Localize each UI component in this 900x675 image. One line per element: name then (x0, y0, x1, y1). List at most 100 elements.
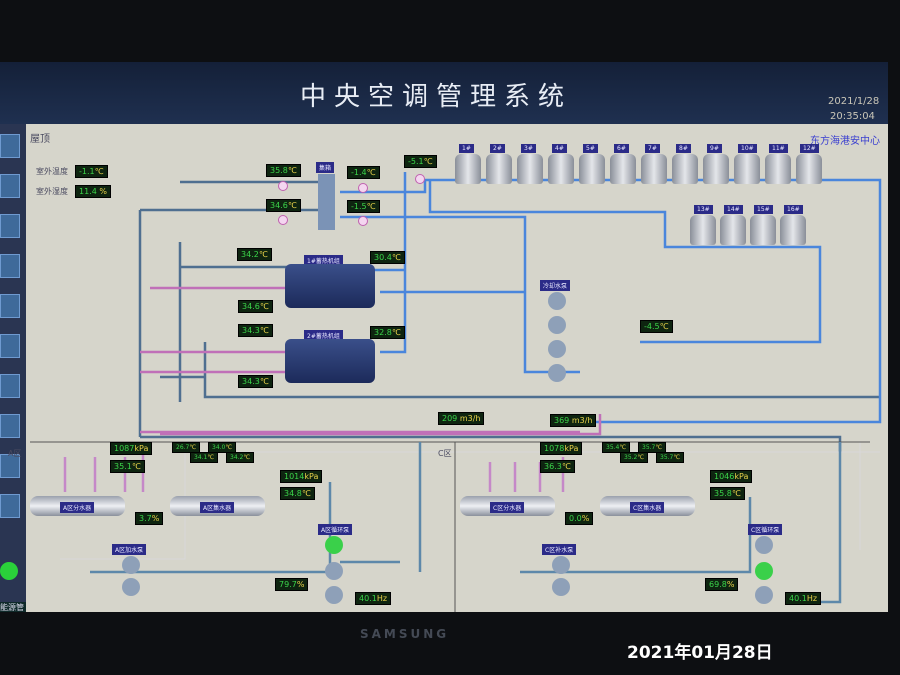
circ-valve-opening: 69.8% (705, 578, 739, 591)
value: 0.0 (569, 514, 582, 523)
sensor[interactable] (415, 174, 425, 184)
cooling-pump-2[interactable] (548, 316, 566, 334)
value: -4.5 (644, 322, 660, 331)
supply-pressure: 1078kPa (540, 442, 583, 455)
unit: m3/h (459, 414, 481, 423)
unit: m3/h (571, 416, 593, 425)
value: 34.3 (242, 326, 260, 335)
cooling-pump-label: 冷却水泵 (540, 280, 571, 291)
nav-button-4[interactable] (0, 254, 20, 278)
cooling-tower[interactable] (690, 215, 716, 245)
page-title: 中央空调管理系统 (300, 82, 573, 112)
chiller-2-in: 34.3℃ (238, 324, 273, 337)
cooling-tower[interactable] (672, 154, 698, 184)
flow-2: 369 m3/h (550, 414, 597, 427)
chiller-1[interactable] (285, 264, 375, 308)
fill-pump[interactable] (122, 578, 140, 596)
cooling-tower[interactable] (720, 215, 746, 245)
nav-button-1[interactable] (0, 134, 20, 158)
pump-frequency: 40.1Hz (785, 592, 822, 605)
branch-temp: 26.7℃ (172, 442, 201, 453)
circ-pump[interactable] (755, 586, 773, 604)
cooling-tower[interactable] (780, 215, 806, 245)
value: 35.8 (270, 166, 288, 175)
unit: ℃ (207, 454, 215, 461)
cooling-tower[interactable] (765, 154, 791, 184)
cooling-tower[interactable] (750, 215, 776, 245)
cooling-pump-3[interactable] (548, 340, 566, 358)
nav-button-10[interactable] (0, 494, 20, 518)
nav-button-9[interactable] (0, 454, 20, 478)
unit: ℃ (287, 201, 297, 210)
value: 34.3 (242, 377, 260, 386)
sensor[interactable] (278, 215, 288, 225)
cooling-tower[interactable] (579, 154, 605, 184)
tower-label: 9# (707, 144, 722, 153)
nav-button-7[interactable] (0, 374, 20, 398)
value: 34.8 (284, 489, 302, 498)
value: -1.5 (351, 202, 367, 211)
fill-pump[interactable] (552, 578, 570, 596)
circ-pump[interactable] (325, 586, 343, 604)
value: 209 (442, 414, 458, 423)
value: 34.2 (241, 250, 259, 259)
date: 2021/1/28 (828, 96, 880, 107)
cooling-pump-4[interactable] (548, 364, 566, 382)
circ-pump[interactable] (325, 536, 343, 554)
sensor[interactable] (358, 216, 368, 226)
collector-label: A区集水器 (200, 502, 235, 513)
branch-temp: 35.4℃ (602, 442, 631, 453)
cooling-tower[interactable] (703, 154, 729, 184)
circ-pump[interactable] (755, 536, 773, 554)
fill-pump[interactable] (122, 556, 140, 574)
cooling-tower[interactable] (796, 154, 822, 184)
tower-label: 4# (552, 144, 567, 153)
cooling-pump-temp: -4.5℃ (640, 320, 673, 333)
value: 1014 (284, 472, 305, 481)
sensor[interactable] (278, 181, 288, 191)
unit: ℃ (423, 157, 433, 166)
cooling-tower[interactable] (641, 154, 667, 184)
unit: ℃ (637, 454, 645, 461)
nav-button-3[interactable] (0, 214, 20, 238)
tower-label: 6# (614, 144, 629, 153)
chiller-1-label: 1#蓄热机组 (304, 255, 343, 266)
sensor[interactable] (358, 183, 368, 193)
supply-pressure: 1087kPa (110, 442, 153, 455)
photo-date-stamp: 2021年01月28日 (627, 643, 773, 663)
value: 34.0 (212, 444, 226, 451)
cooling-tower[interactable] (734, 154, 760, 184)
circ-pump[interactable] (325, 562, 343, 580)
nav-button-6[interactable] (0, 334, 20, 358)
nav-button-5[interactable] (0, 294, 20, 318)
nav-button-8[interactable] (0, 414, 20, 438)
tower-label: 12# (800, 144, 819, 153)
nav-button-2[interactable] (0, 174, 20, 198)
circ-pump[interactable] (755, 562, 773, 580)
branch-temp: 34.1℃ (190, 452, 219, 463)
bypass-valve-opening: 3.7% (135, 512, 164, 525)
value: 1046 (714, 472, 735, 481)
unit: ℃ (561, 462, 571, 471)
cooling-tower[interactable] (517, 154, 543, 184)
sidebar-bottom-label[interactable]: 能源管理 (0, 602, 26, 612)
cooling-pump-1[interactable] (548, 292, 566, 310)
value: 35.1 (114, 462, 132, 471)
chiller-1-right: 30.4℃ (370, 251, 405, 264)
cooling-tower[interactable] (486, 154, 512, 184)
unit: % (296, 580, 305, 589)
chiller-2[interactable] (285, 339, 375, 383)
cooling-tower[interactable] (548, 154, 574, 184)
collector-label: C区集水器 (630, 502, 665, 513)
unit: ℃ (301, 489, 311, 498)
value: -1.4 (351, 168, 367, 177)
tower-label: 11# (769, 144, 788, 153)
cooling-tower[interactable] (610, 154, 636, 184)
cooling-tower[interactable] (455, 154, 481, 184)
unit: ℃ (391, 328, 401, 337)
fill-pump[interactable] (552, 556, 570, 574)
distributor-label: A区分水器 (60, 502, 95, 513)
chiller-1-out: 34.6℃ (238, 300, 273, 313)
unit: % (151, 514, 160, 523)
status-ok-icon[interactable] (0, 562, 18, 580)
